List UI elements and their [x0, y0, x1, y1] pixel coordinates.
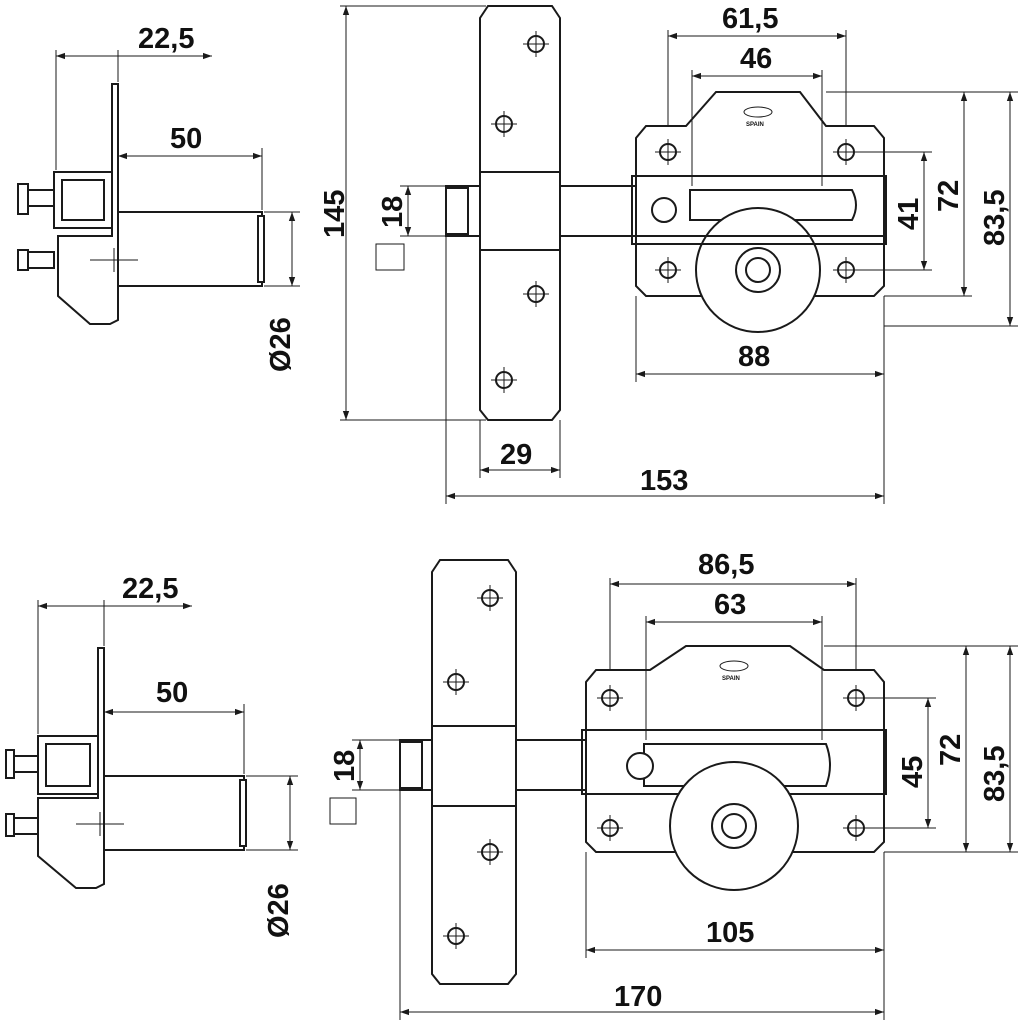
- dim-body-height-bottom: 83,5: [979, 746, 1011, 802]
- top-drawing: 22,5 50 Ø26: [17, 3, 1018, 504]
- dim-side-offset-top: 22,5: [138, 23, 194, 55]
- brand-logo-icon: SPAIN: [743, 106, 773, 128]
- dim-side-offset-bottom: 22,5: [122, 573, 178, 605]
- side-bracket: [57, 83, 119, 325]
- dim-bolt-square-top: 18: [377, 196, 409, 228]
- lock-body: [585, 645, 885, 853]
- dim-slot-height-bottom: 45: [897, 756, 929, 788]
- bottom-drawing: 22,5 50 Ø26: [5, 549, 1018, 1020]
- dim-height-top: 145: [319, 190, 351, 238]
- dim-cylinder-diameter-bottom: Ø26: [263, 883, 295, 938]
- cylinder-face: [695, 207, 821, 333]
- dim-cylinder-length-top: 50: [170, 123, 202, 155]
- dim-bolt-square-bottom: 18: [329, 750, 361, 782]
- dim-hole-inner-top: 46: [740, 43, 772, 75]
- dim-body-height-top: 83,5: [979, 190, 1011, 246]
- dim-hole-vertical-top: 72: [933, 180, 965, 212]
- svg-text:SPAIN: SPAIN: [746, 122, 764, 128]
- side-bracket: [37, 647, 105, 889]
- mounting-plate: [431, 559, 517, 985]
- dim-body-width-bottom: 105: [706, 917, 754, 949]
- side-bolt-housing: [53, 171, 113, 229]
- svg-text:SPAIN: SPAIN: [722, 676, 740, 682]
- bolt-pin: [13, 755, 39, 773]
- side-view-top: 22,5 50 Ø26: [17, 23, 300, 372]
- dim-body-width-top: 88: [738, 341, 770, 373]
- dim-hole-inner-bottom: 63: [714, 589, 746, 621]
- side-bolt-housing: [37, 735, 99, 795]
- front-view-top: SPAIN 145 18 29 153: [319, 3, 1018, 504]
- bolt-pin: [27, 189, 55, 207]
- cylinder-body: [117, 211, 263, 287]
- cylinder-face: [669, 761, 799, 891]
- dim-overall-length-top: 153: [640, 465, 688, 497]
- bolt-knob: [626, 752, 654, 780]
- dim-slot-height-top: 41: [893, 198, 925, 230]
- dim-hole-vertical-bottom: 72: [935, 734, 967, 766]
- dim-hole-outer-top: 61,5: [722, 3, 778, 35]
- bolt-square-icon: [329, 797, 357, 825]
- cylinder-body: [103, 775, 245, 851]
- dim-cylinder-diameter-top: Ø26: [265, 317, 297, 372]
- dim-hole-outer-bottom: 86,5: [698, 549, 754, 581]
- bolt-knob: [651, 197, 677, 223]
- bolt-square-icon: [375, 243, 405, 271]
- front-view-bottom: SPAIN 18 170 86,5 63: [329, 549, 1018, 1020]
- dim-cylinder-length-bottom: 50: [156, 677, 188, 709]
- brand-logo-icon: SPAIN: [719, 660, 749, 682]
- dim-plate-width-top: 29: [500, 439, 532, 471]
- dim-overall-length-bottom: 170: [614, 981, 662, 1013]
- mounting-plate: [479, 5, 561, 421]
- side-view-bottom: 22,5 50 Ø26: [5, 573, 298, 938]
